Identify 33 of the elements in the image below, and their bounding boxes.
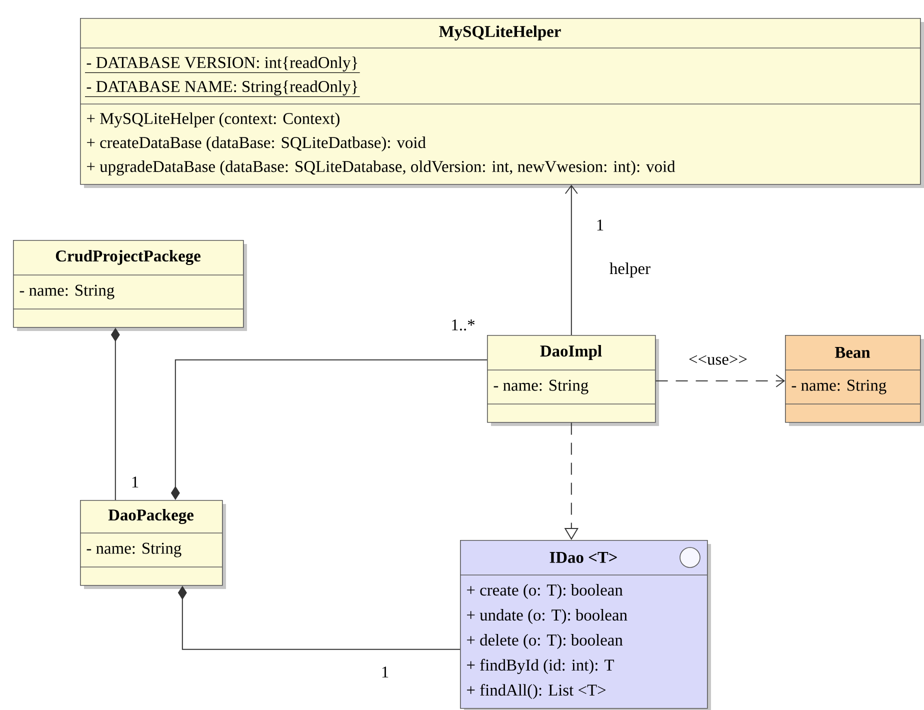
class-box xyxy=(784,335,924,426)
class-name: Bean xyxy=(834,347,870,358)
class-name: IDao <T> xyxy=(550,552,617,563)
class-name: DaoImpl xyxy=(540,345,602,360)
multiplicity: 1 xyxy=(597,220,604,230)
class-box xyxy=(460,540,711,710)
operation: + MySQLiteHelper (context: Context) xyxy=(87,112,340,128)
operation: + createDataBase (dataBase: SQLiteDatbase): void xyxy=(87,136,426,152)
class-box xyxy=(80,18,924,188)
class-box xyxy=(80,500,226,589)
operation: + findAll(): List <T> xyxy=(467,684,606,700)
connector xyxy=(655,374,785,388)
operation: + findById (id: int): T xyxy=(467,658,614,674)
multiplicity: 1 xyxy=(382,666,388,678)
operation: + create (o: T): boolean xyxy=(467,584,623,599)
multiplicity: 1..* xyxy=(452,319,475,331)
attribute: - name: String xyxy=(494,380,588,394)
class-name: DaoPackege xyxy=(108,508,194,524)
operation: + undate (o: T): boolean xyxy=(467,609,628,624)
attribute: - DATABASE VERSION: int{readOnly} xyxy=(84,56,360,74)
edge-label: helper xyxy=(608,262,652,278)
class-box xyxy=(12,240,247,331)
attribute: - DATABASE NAME: String{readOnly} xyxy=(84,80,360,98)
attribute: - name: String xyxy=(20,284,114,300)
class-box xyxy=(486,335,659,426)
class-name: CrudProjectPackege xyxy=(56,250,200,265)
class-name: MySQLiteHelper xyxy=(439,26,561,40)
attribute: - name: String xyxy=(86,542,182,558)
edge-label: <<use>> xyxy=(688,354,748,366)
attribute: - name: String xyxy=(792,380,886,394)
connector xyxy=(564,184,578,336)
operation: + delete (o: T): boolean xyxy=(467,634,623,649)
operation: + upgradeDataBase (dataBase: SQLiteDatabase, oldVersion: int, newVwesion: int): void xyxy=(87,160,676,176)
